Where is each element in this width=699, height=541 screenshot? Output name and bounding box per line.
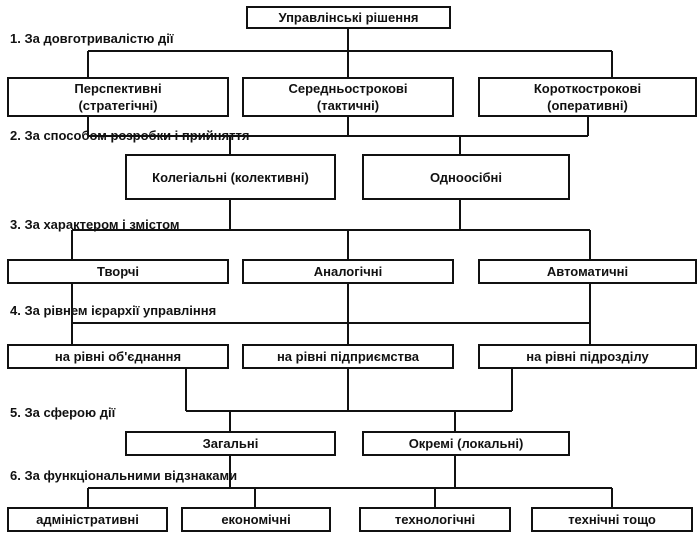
sphere-box-local: Окремі (локальні) (362, 431, 570, 456)
criterion-5-label: 5. За сферою дії (10, 405, 116, 420)
method-label: Одноосібні (430, 169, 502, 185)
duration-box-operational: Короткострокові (оперативні) (478, 77, 697, 117)
functional-box-economic: економічні (181, 507, 331, 532)
hierarchy-box-division: на рівні підрозділу (478, 344, 697, 369)
functional-label: адміністративні (36, 512, 139, 527)
character-label: Аналогічні (313, 264, 383, 279)
root-label: Управлінські рішення (278, 10, 419, 25)
character-label: Творчі (97, 264, 139, 279)
sphere-label: Загальні (202, 436, 259, 451)
duration-box-strategic: Перспективні (стратегічні) (7, 77, 229, 117)
functional-box-administrative: адміністративні (7, 507, 168, 532)
method-label: Колегіальні (колективні) (152, 169, 309, 185)
duration-line2: (оперативні) (547, 98, 628, 113)
duration-line1: Перспективні (74, 81, 162, 96)
functional-label: технічні тощо (568, 512, 656, 527)
criterion-2-label: 2. За способом розробки і прийняття (10, 128, 250, 143)
hierarchy-label: на рівні підприємства (276, 349, 420, 364)
functional-label: технологічні (394, 512, 476, 527)
sphere-label: Окремі (локальні) (408, 436, 524, 451)
functional-box-technological: технологічні (359, 507, 511, 532)
sphere-box-general: Загальні (125, 431, 336, 456)
method-box-individual: Одноосібні (362, 154, 570, 200)
root-box: Управлінські рішення (246, 6, 451, 29)
hierarchy-box-enterprise: на рівні підприємства (242, 344, 454, 369)
duration-line1: Короткострокові (533, 81, 642, 96)
criterion-1-label: 1. За довготривалістю дії (10, 31, 174, 46)
criterion-3-label: 3. За характером і змістом (10, 217, 180, 232)
method-box-collegial: Колегіальні (колективні) (125, 154, 336, 200)
functional-box-technical: технічні тощо (531, 507, 693, 532)
character-label: Автоматичні (546, 264, 629, 279)
duration-line2: (стратегічні) (78, 98, 158, 113)
duration-line1: Середньострокові (288, 81, 408, 96)
character-box-automatic: Автоматичні (478, 259, 697, 284)
duration-line2: (тактичні) (316, 98, 380, 113)
hierarchy-label: на рівні об'єднання (54, 349, 182, 364)
hierarchy-label: на рівні підрозділу (526, 349, 649, 364)
duration-box-tactical: Середньострокові (тактичні) (242, 77, 454, 117)
hierarchy-box-association: на рівні об'єднання (7, 344, 229, 369)
character-box-creative: Творчі (7, 259, 229, 284)
character-box-analogous: Аналогічні (242, 259, 454, 284)
criterion-4-label: 4. За рівнем ієрархії управління (10, 303, 217, 318)
functional-label: економічні (221, 512, 291, 527)
criterion-6-label: 6. За функціональними відзнаками (10, 468, 238, 483)
